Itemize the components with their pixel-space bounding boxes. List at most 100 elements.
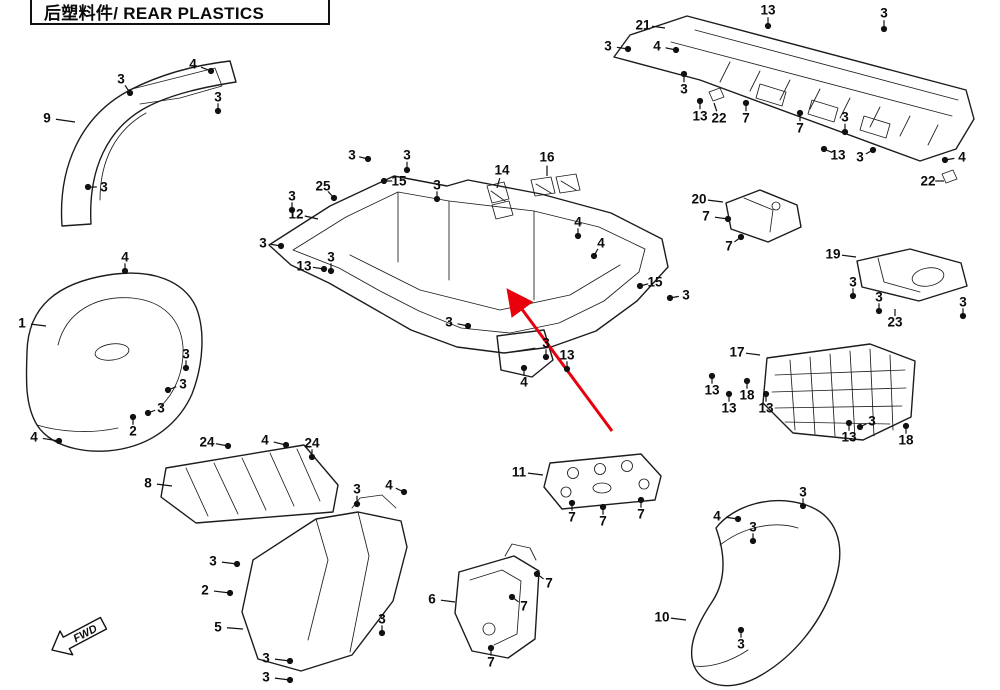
fastener-dot [764, 22, 772, 30]
fastener-dot [590, 252, 598, 260]
fastener-dot [902, 422, 910, 430]
callout-7: 7 [520, 599, 528, 614]
page-title: 后塑料件/ REAR PLASTICS [44, 4, 265, 23]
fastener-dot [277, 242, 285, 250]
callout-4: 4 [713, 509, 721, 524]
callout-3: 3 [737, 637, 745, 652]
callout-7: 7 [637, 507, 645, 522]
callout-18: 18 [739, 388, 755, 403]
fastener-dot [856, 423, 864, 431]
callout-1: 1 [18, 316, 26, 331]
leader-line [841, 254, 857, 258]
leader-line [651, 25, 666, 29]
callout-3: 3 [959, 295, 967, 310]
fastener-dot [599, 503, 607, 511]
fastener-dot [126, 89, 134, 97]
callout-3: 3 [749, 520, 757, 535]
callout-4: 4 [189, 57, 197, 72]
fastener-dot [464, 322, 472, 330]
fastener-dot [725, 390, 733, 398]
fastener-dot [941, 156, 949, 164]
fastener-dot [742, 99, 750, 107]
callout-8: 8 [144, 476, 152, 491]
callout-13: 13 [559, 348, 575, 363]
callout-3: 3 [433, 178, 441, 193]
part-20-bracket [725, 189, 802, 243]
callout-3: 3 [259, 236, 267, 251]
leader-line [527, 472, 544, 476]
callout-3: 3 [100, 180, 108, 195]
leader-line [707, 199, 724, 203]
callout-22: 22 [920, 174, 935, 189]
callout-2: 2 [201, 583, 209, 598]
fastener-dot [574, 232, 582, 240]
callout-3: 3 [378, 612, 386, 627]
fastener-dot [400, 488, 408, 496]
callout-16: 16 [539, 150, 555, 165]
fastener-dot [520, 364, 528, 372]
callout-4: 4 [30, 430, 38, 445]
fwd-direction-arrow: FWD [51, 616, 108, 656]
fastener-dot [849, 292, 857, 300]
callout-3: 3 [542, 336, 550, 351]
leader-line [440, 599, 456, 603]
callout-15: 15 [391, 174, 407, 189]
callout-3: 3 [327, 250, 335, 265]
part-1-left-fender [25, 272, 203, 452]
fastener-dot [799, 502, 807, 510]
callout-13: 13 [296, 259, 312, 274]
callout-4: 4 [597, 236, 605, 251]
callout-3: 3 [117, 72, 125, 87]
callout-3: 3 [849, 275, 857, 290]
fastener-dot [869, 146, 877, 154]
part-9-fender-flare [60, 60, 237, 227]
fastener-dot [282, 441, 290, 449]
leader-line [55, 118, 76, 123]
fastener-dot [737, 626, 745, 634]
leader-line [30, 323, 47, 327]
fastener-dot [84, 183, 92, 191]
fastener-dot [129, 413, 137, 421]
fastener-dot [288, 206, 296, 214]
callout-3: 3 [799, 485, 807, 500]
callout-18: 18 [898, 433, 914, 448]
fastener-dot [880, 25, 888, 33]
callout-3: 3 [604, 39, 612, 54]
callout-7: 7 [568, 510, 576, 525]
fastener-dot [666, 294, 674, 302]
fastener-dot [378, 629, 386, 637]
callout-13: 13 [758, 401, 774, 416]
fastener-dot [875, 307, 883, 315]
leader-line [713, 102, 718, 112]
callout-2: 2 [129, 424, 137, 439]
fastener-dot [144, 409, 152, 417]
callout-3: 3 [214, 90, 222, 105]
fastener-dot [637, 496, 645, 504]
fastener-dot [845, 419, 853, 427]
fastener-dot [164, 386, 172, 394]
fastener-dot [724, 215, 732, 223]
fastener-dot [563, 365, 571, 373]
fastener-dot [364, 155, 372, 163]
callout-13: 13 [830, 148, 846, 163]
callout-3: 3 [348, 148, 356, 163]
callout-3: 3 [353, 482, 361, 497]
callout-7: 7 [702, 209, 710, 224]
part-10-right-fender [690, 500, 841, 687]
fastener-dot [403, 166, 411, 174]
callout-20: 20 [691, 192, 706, 207]
callout-7: 7 [545, 576, 553, 591]
part-12-cargo-tub [268, 175, 669, 378]
fastener-dot [55, 437, 63, 445]
callout-3: 3 [445, 315, 453, 330]
fastener-dot [214, 107, 222, 115]
fastener-dot [353, 500, 361, 508]
part-19-bracket [856, 248, 968, 302]
callout-13: 13 [704, 383, 720, 398]
callout-3: 3 [157, 401, 165, 416]
fastener-dot [226, 589, 234, 597]
part-21-rear-upper-panel [613, 15, 975, 162]
callout-21: 21 [635, 18, 651, 33]
